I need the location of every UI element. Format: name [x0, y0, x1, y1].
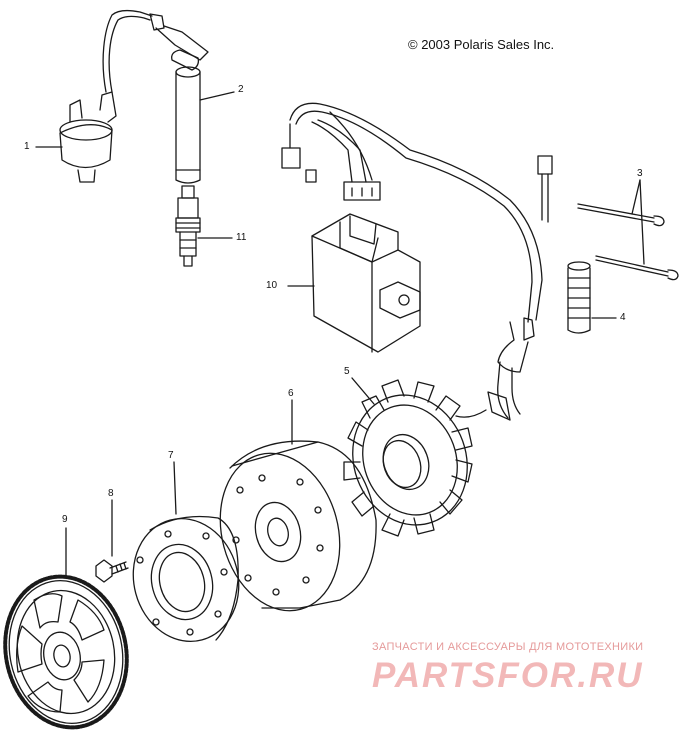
- part-9-gear: [3, 574, 129, 730]
- callout-2: 2: [238, 84, 244, 95]
- part-8-bolt: [95, 559, 129, 583]
- watermark-logo: PARTSFOR.RU: [372, 656, 644, 695]
- part-11-spark-plug: [175, 185, 201, 267]
- watermark-tagline: ЗАПЧАСТИ И АКСЕССУАРЫ ДЛЯ МОТОТЕХНИКИ: [372, 641, 644, 653]
- copyright-notice: © 2003 Polaris Sales Inc.: [408, 37, 555, 52]
- part-4-sleeve: [567, 261, 591, 334]
- leader-3a: [631, 179, 641, 215]
- leader-7: [173, 461, 177, 515]
- callout-3: 3: [637, 168, 643, 179]
- part-5-stator: [343, 379, 473, 537]
- leader-3b: [639, 179, 645, 265]
- callout-4: 4: [620, 312, 626, 323]
- leader-5: [351, 377, 375, 405]
- callout-8: 8: [108, 488, 114, 499]
- part-3-cable-ties: [577, 203, 679, 281]
- part-6-flywheel: [219, 440, 377, 612]
- callout-7: 7: [168, 450, 174, 461]
- part-2-plug-cap: [149, 13, 209, 184]
- part-7-starter-clutch: [132, 515, 240, 643]
- callout-1: 1: [24, 141, 30, 152]
- callout-6: 6: [288, 388, 294, 399]
- callout-10: 10: [266, 280, 278, 291]
- leader-2: [199, 91, 235, 101]
- part-10-cdi-box: [311, 213, 421, 353]
- wiring-harness: [281, 102, 553, 421]
- callout-9: 9: [62, 514, 68, 525]
- callout-11: 11: [236, 232, 247, 243]
- callout-5: 5: [344, 366, 350, 377]
- part-1-ignition-coil: [59, 9, 153, 183]
